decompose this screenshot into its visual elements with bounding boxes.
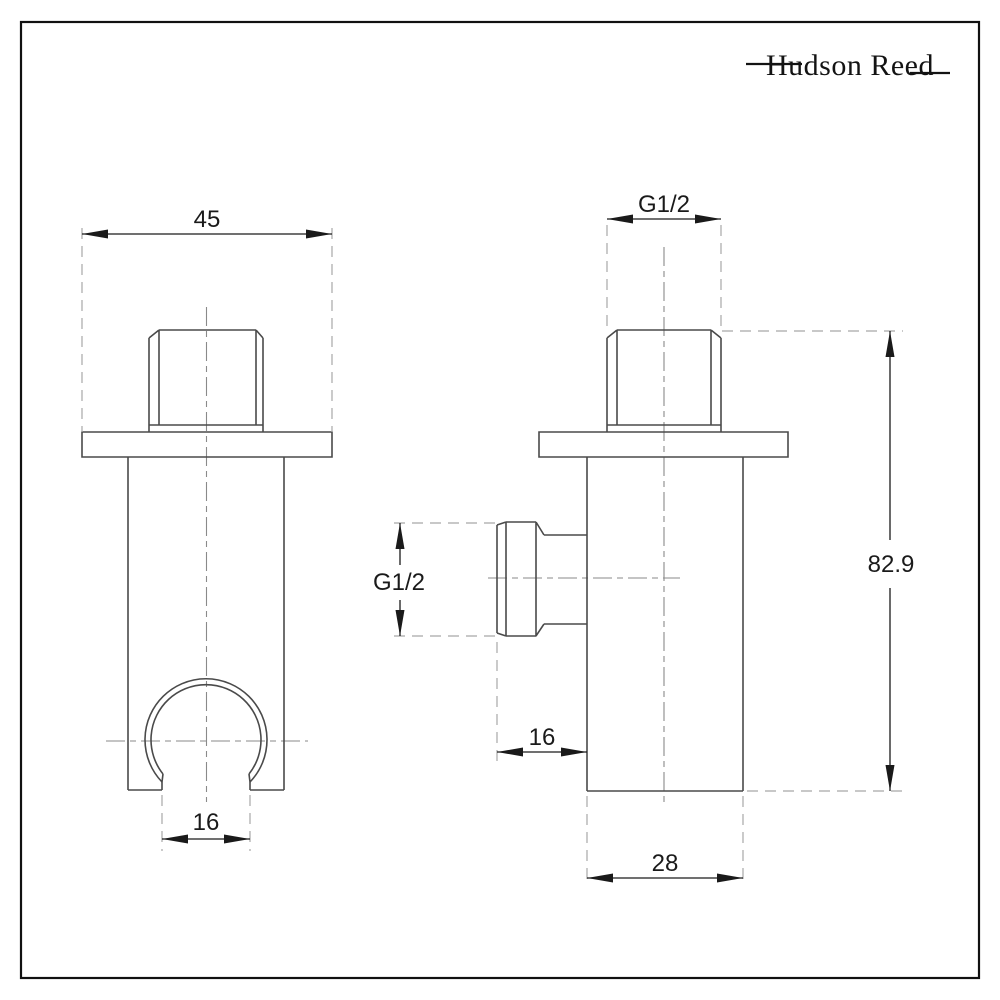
front-holder-ring-outer — [144, 677, 268, 783]
side-thread-label: G1/2 — [373, 569, 425, 596]
front-view: 45 16 — [81, 206, 333, 851]
front-width-arrow-right — [306, 229, 332, 239]
side-outlet-port — [496, 521, 587, 637]
side-height-arrow-up — [885, 331, 895, 357]
front-wall-flange — [81, 431, 333, 458]
side-body — [586, 457, 744, 792]
side-port-arrow-right — [561, 747, 587, 757]
side-thread-arrow-up — [395, 523, 405, 549]
side-top-thread-label: G1/2 — [638, 191, 690, 218]
front-gap-dimension: 16 — [161, 795, 251, 851]
side-height-label: 82.9 — [868, 551, 915, 578]
side-view: G1/2 G1/2 16 28 — [373, 191, 914, 885]
front-gap-label: 16 — [193, 809, 220, 836]
front-width-label: 45 — [194, 206, 221, 233]
front-body — [127, 457, 285, 791]
side-height-dimension: 82.9 — [722, 330, 915, 792]
side-thread-arrow-down — [395, 610, 405, 636]
side-height-arrow-down — [885, 765, 895, 791]
front-gap-arrow-left — [162, 834, 188, 844]
side-port-arrow-left — [497, 747, 523, 757]
brand-logo: Hudson Reed — [746, 49, 950, 82]
front-holder-ring-inner — [150, 683, 262, 775]
side-view-centerlines — [488, 247, 680, 802]
front-width-dimension: 45 — [81, 206, 333, 432]
front-gap-arrow-right — [224, 834, 250, 844]
brand-logo-text: Hudson Reed — [766, 49, 934, 82]
front-holder-ring-ends — [161, 773, 251, 783]
side-top-thread-arrow-left — [607, 214, 633, 224]
front-view-centerlines — [106, 307, 308, 802]
front-width-arrow-left — [82, 229, 108, 239]
side-top-thread-dimension: G1/2 — [606, 191, 722, 329]
side-port-label: 16 — [529, 724, 556, 751]
front-thread-nut — [148, 329, 264, 432]
side-port-projection-dimension: 16 — [496, 642, 587, 764]
side-top-thread-arrow-right — [695, 214, 721, 224]
side-depth-arrow-left — [587, 873, 613, 883]
side-depth-arrow-right — [717, 873, 743, 883]
side-depth-dimension: 28 — [586, 796, 744, 885]
page-border — [19, 20, 981, 980]
side-wall-flange — [538, 431, 789, 458]
side-depth-label: 28 — [652, 850, 679, 877]
side-thread-nut — [606, 329, 722, 432]
side-thread-dimension: G1/2 — [373, 522, 497, 637]
